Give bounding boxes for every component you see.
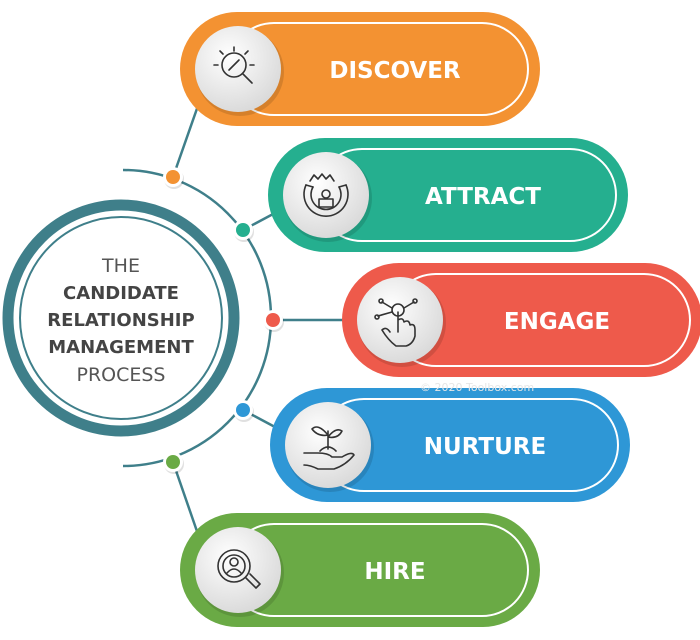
step-nurture-pill: NURTURE: [270, 388, 630, 502]
center-title-relationship: RELATIONSHIP: [47, 310, 194, 331]
center-title-management: MANAGEMENT: [48, 337, 194, 358]
icon-circle: [357, 277, 443, 363]
step-label: ATTRACT: [425, 184, 541, 210]
step-attract-pill: ATTRACT: [268, 138, 628, 252]
compass-magnifier-icon: [213, 46, 255, 84]
icon-circle: [195, 26, 281, 112]
step-label: NURTURE: [424, 434, 546, 460]
center-title-the: THE: [101, 255, 140, 277]
touch-hand-icon: [374, 298, 418, 347]
step-label: HIRE: [364, 559, 425, 585]
step-label: ENGAGE: [504, 309, 610, 335]
magnet-candidate-icon: [303, 173, 349, 217]
watermark: © 2020 Toolbox.com: [420, 381, 534, 394]
center-title-process: PROCESS: [76, 364, 165, 386]
step-hire-pill: HIRE: [180, 513, 540, 627]
person-search-icon: [217, 549, 261, 589]
icon-circle: [283, 152, 369, 238]
center-title-candidate: CANDIDATE: [63, 283, 179, 304]
step-engage-pill: ENGAGE: [342, 263, 700, 377]
hand-plant-icon: [303, 426, 355, 470]
step-label: DISCOVER: [329, 58, 461, 84]
step-discover-pill: DISCOVER: [180, 12, 540, 126]
center-circle: THE CANDIDATE RELATIONSHIP MANAGEMENT PR…: [2, 199, 240, 437]
